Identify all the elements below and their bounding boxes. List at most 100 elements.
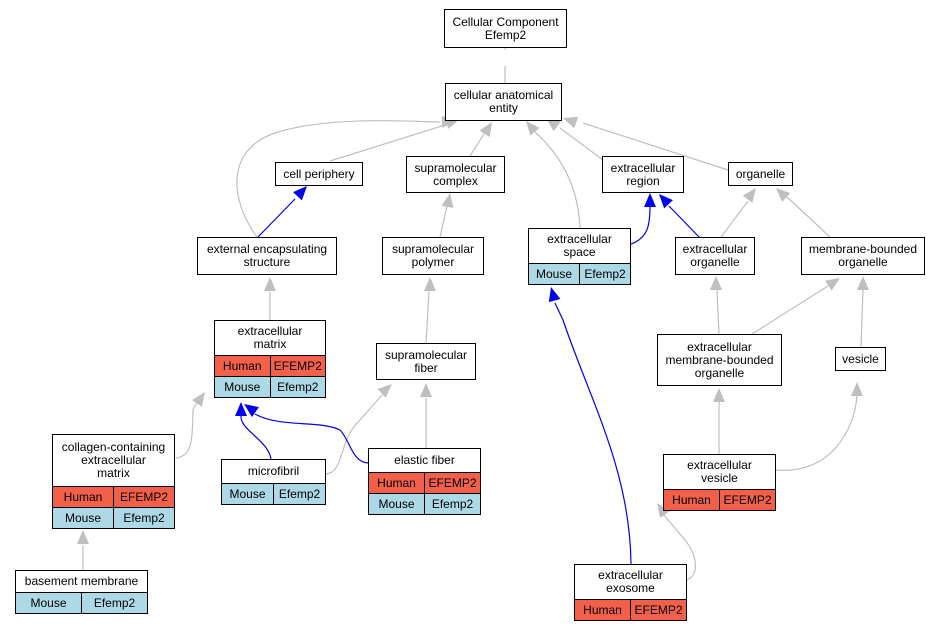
edge-ecmemorg-ecorg: [716, 289, 720, 335]
node-title: supramolecular polymer: [391, 242, 475, 269]
edge-exosome-ecvesicle: [663, 514, 696, 581]
arrowhead-ecvesicle-ecmemorg: [713, 388, 725, 402]
node-title: membrane-bounded organelle: [808, 242, 918, 269]
node-collagen[interactable]: collagen-containing extracellular matrix…: [52, 434, 175, 529]
edge-ecspace-cae: [534, 131, 581, 229]
node-cae[interactable]: cellular anatomical entity: [445, 83, 562, 121]
node-membound[interactable]: membrane-bounded organelle: [801, 237, 925, 275]
human-annotation-row: Human EFEMP2: [664, 489, 775, 510]
node-extenc[interactable]: external encapsulating structure: [197, 237, 337, 275]
node-title: basement membrane: [24, 574, 139, 588]
gene-label: EFEMP2: [424, 473, 480, 493]
node-title: extracellular region: [610, 160, 676, 188]
node-title: organelle: [735, 166, 786, 181]
gene-label: EFEMP2: [269, 356, 326, 376]
node-title: vesicle: [842, 351, 879, 366]
gene-label: EFEMP2: [719, 490, 775, 510]
arrowhead-microfibril-ecmatrix: [235, 402, 247, 416]
arrowhead-basement-collagen: [77, 530, 89, 544]
arrowhead-elastic-supfiber: [420, 383, 432, 397]
arrowhead-ecorg-organelle: [742, 188, 756, 203]
edge-ecorg-organelle: [720, 200, 749, 238]
species-label: Human: [672, 493, 711, 507]
node-organelle[interactable]: organelle: [728, 162, 793, 186]
gene-label: EFEMP2: [113, 487, 174, 507]
node-title: extracellular membrane-bounded organelle: [665, 339, 774, 380]
edge-collagen-ecmatrix: [175, 399, 199, 459]
arrowhead-ecmemorg-ecorg: [710, 276, 722, 290]
arrowhead-elastic-ecmatrix: [244, 404, 259, 417]
gene-label: Efemp2: [273, 484, 325, 504]
arrowhead-collagen-ecmatrix: [192, 392, 205, 407]
arrowhead-supfiber-suppolymer: [424, 277, 436, 291]
node-title: extracellular matrix: [237, 324, 303, 351]
species-label: Mouse: [229, 487, 266, 501]
edge-supcomplex-cae: [469, 133, 485, 157]
edge-organelle-cae: [582, 122, 729, 171]
node-title: extracellular organelle: [682, 242, 748, 269]
node-vesicle[interactable]: vesicle: [835, 347, 886, 371]
species-label: Mouse: [224, 380, 261, 394]
node-ecregion[interactable]: extracellular region: [602, 156, 684, 193]
arrowhead-ecmemorg-membound: [824, 278, 840, 291]
mouse-annotation-row: Mouse Efemp2: [222, 483, 325, 504]
edge-extenc-cellper: [257, 198, 296, 238]
node-title: extracellular space: [547, 232, 612, 259]
node-title: microfibril: [247, 464, 300, 478]
node-title: elastic fiber: [394, 453, 455, 467]
edge-microfibril-supfiber: [325, 394, 383, 475]
edge-membound-organelle: [786, 196, 831, 238]
edge-exosome-ecspace: [554, 302, 632, 565]
edge-cellper-cae: [329, 124, 446, 162]
node-supcomplex[interactable]: supramolecular complex: [406, 156, 505, 193]
gene-label: Efemp2: [113, 508, 174, 528]
arrowhead-exosome-ecspace: [548, 287, 561, 303]
node-title: Cellular Component Efemp2: [452, 14, 559, 42]
gene-label: Efemp2: [81, 593, 147, 613]
human-annotation-row: Human EFEMP2: [215, 355, 325, 376]
arrowhead-organelle-cae: [563, 116, 579, 129]
node-ecorg[interactable]: extracellular organelle: [675, 237, 755, 275]
node-ecmemorg[interactable]: extracellular membrane-bounded organelle: [657, 334, 782, 386]
node-title: cell periphery: [283, 166, 355, 181]
arrowhead-extenc-cellper: [293, 186, 307, 201]
gene-label: Efemp2: [579, 264, 630, 284]
arrowhead-ecorg-ecregion: [659, 194, 673, 209]
node-cellper[interactable]: cell periphery: [275, 162, 363, 186]
species-label: Mouse: [378, 497, 415, 511]
arrowhead-ecmatrix-extenc: [264, 277, 276, 291]
node-suppolymer[interactable]: supramolecular polymer: [382, 237, 484, 275]
edge-ecorg-ecregion: [668, 205, 701, 239]
arrowhead-ecspace-ecregion: [644, 193, 656, 207]
species-label: Human: [583, 603, 622, 617]
arrowhead-ecvesicle-vesicle: [851, 382, 863, 396]
species-label: Human: [222, 359, 262, 373]
arrowhead-supcomplex-cae: [479, 122, 492, 138]
edge-ecregion-cae: [559, 127, 604, 161]
species-label: Mouse: [535, 267, 573, 281]
node-title: external encapsulating structure: [206, 242, 328, 269]
node-title: extracellular exosome: [598, 568, 663, 595]
node-title: cellular anatomical entity: [453, 88, 554, 115]
arrowhead-ecspace-cae: [526, 121, 540, 136]
node-root[interactable]: Cellular Component Efemp2: [444, 9, 567, 48]
node-title: supramolecular complex: [414, 160, 497, 188]
edge-microfibril-ecmatrix: [240, 415, 272, 460]
edge-ecspace-ecregion: [630, 205, 651, 245]
node-supfiber[interactable]: supramolecular fiber: [376, 343, 476, 380]
node-title: collagen-containing extracellular matrix: [61, 440, 166, 480]
